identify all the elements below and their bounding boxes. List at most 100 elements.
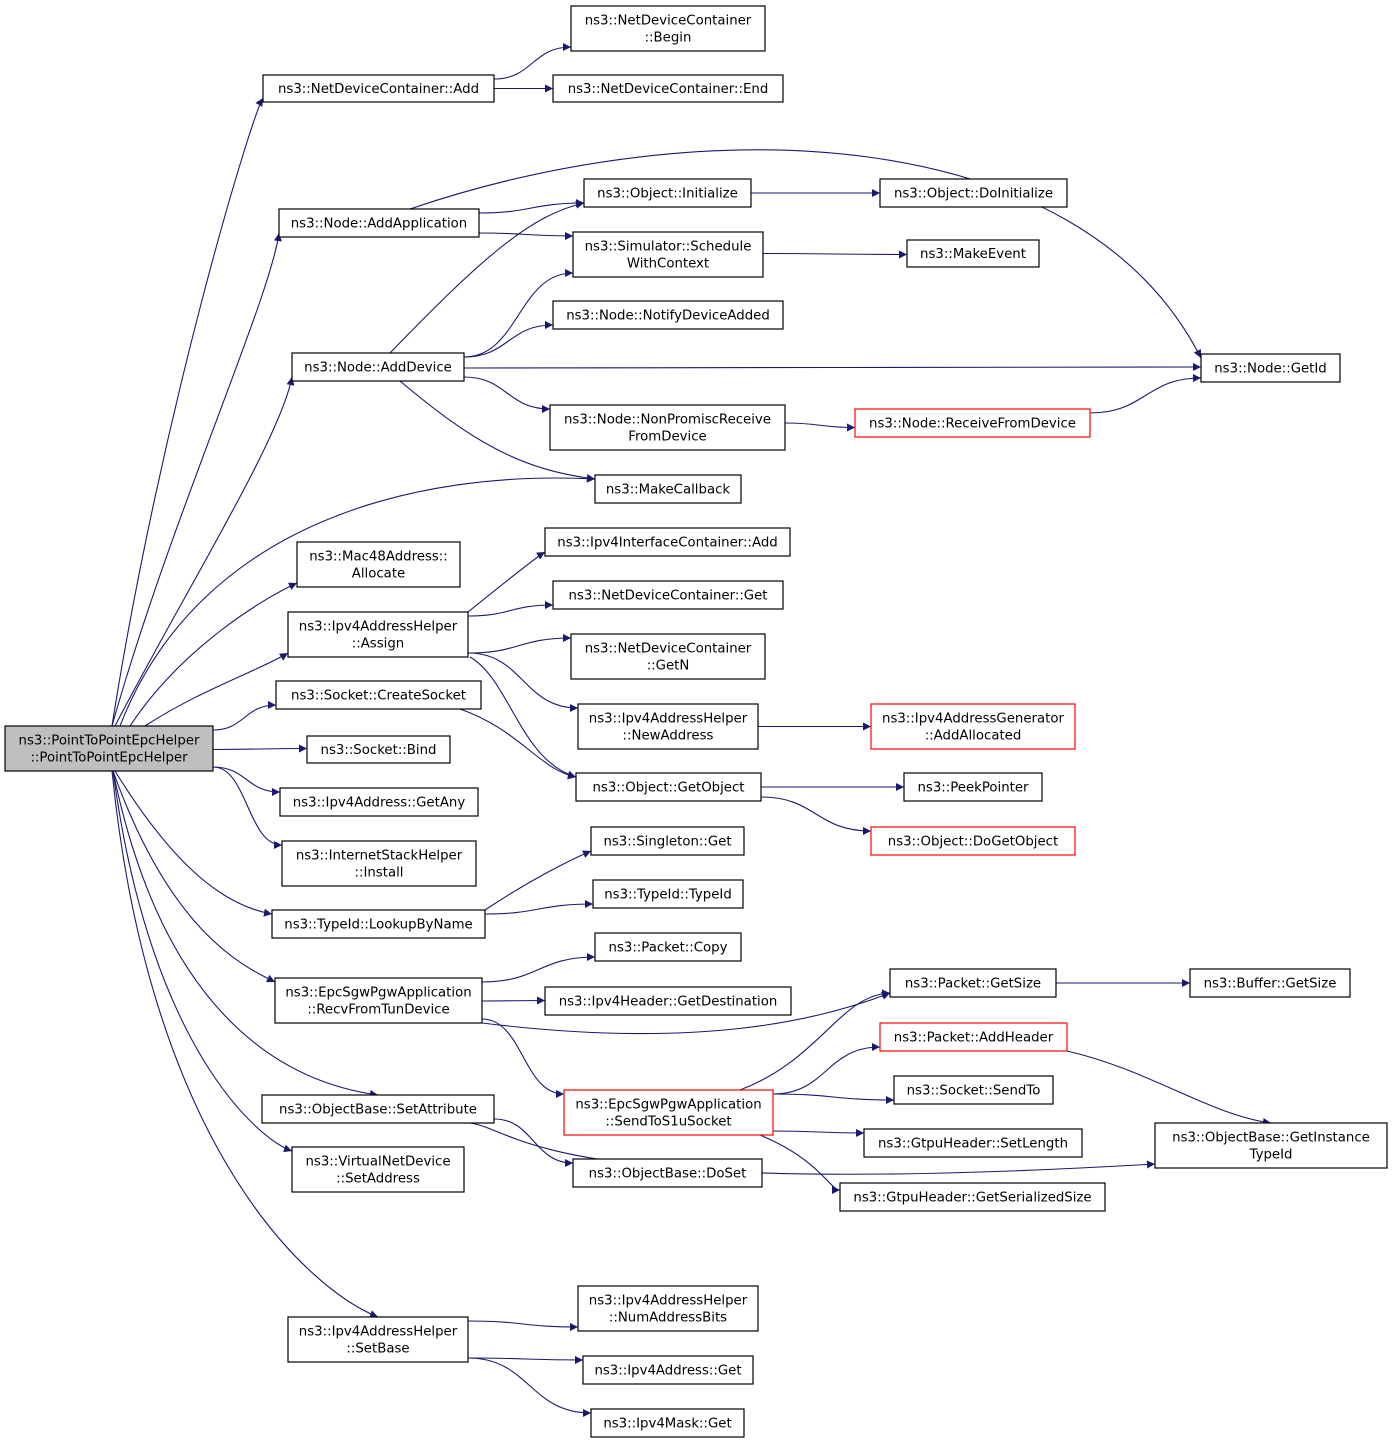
node-ipv4a-getany[interactable]: ns3::Ipv4Address::GetAny [279,787,479,817]
node-vnd-setaddr[interactable]: ns3::VirtualNetDevice::SetAddress [291,1146,465,1193]
node-box [854,408,1091,438]
node-node-recv[interactable]: ns3::Node::ReceiveFromDevice [854,408,1091,438]
edge-sock-create-to-obj-getobj [459,708,577,780]
node-label: ns3::PointToPointEpcHelper [19,734,200,749]
node-pkt-getsize[interactable]: ns3::Packet::GetSize [889,968,1057,998]
node-root[interactable]: ns3::PointToPointEpcHelper::PointToPoint… [4,725,214,772]
edge-root-to-ish-install [212,766,283,849]
node-node-adddev[interactable]: ns3::Node::AddDevice [291,352,465,382]
node-ipv4ag-alloc[interactable]: ns3::Ipv4AddressGenerator::AddAllocated [870,703,1076,750]
node-objbase-doset[interactable]: ns3::ObjectBase::DoSet [572,1158,763,1188]
node-ipv4ah-setbase[interactable]: ns3::Ipv4AddressHelper::SetBase [287,1316,469,1363]
node-ndc-add[interactable]: ns3::NetDeviceContainer::Add [262,74,495,103]
node-label: ns3::NetDeviceContainer::Add [278,82,479,97]
edge-ipv4ah-assign-to-ipv4ah-newaddr [467,652,579,712]
node-label: ns3::EpcSgwPgwApplication [575,1098,761,1113]
node-objbase-setattr[interactable]: ns3::ObjectBase::SetAttribute [261,1094,495,1124]
node-box [274,977,483,1024]
node-ish-install[interactable]: ns3::InternetStackHelper::Install [281,840,477,887]
edge-ipv4ah-assign-to-obj-getobj [469,656,577,779]
node-ipv4h-getdest[interactable]: ns3::Ipv4Header::GetDestination [544,986,792,1016]
node-label: ns3::Node::AddDevice [304,361,452,376]
node-make-event[interactable]: ns3::MakeEvent [906,239,1040,268]
node-label: ns3::Object::Initialize [597,187,738,202]
node-typeid-lookup[interactable]: ns3::TypeId::LookupByName [271,909,486,939]
node-ndc-getn[interactable]: ns3::NetDeviceContainer::GetN [570,633,766,680]
node-ndc-begin[interactable]: ns3::NetDeviceContainer::Begin [570,5,766,52]
node-sock-bind[interactable]: ns3::Socket::Bind [306,735,451,764]
node-peek-ptr[interactable]: ns3::PeekPointer [903,772,1043,802]
node-box [582,1355,754,1385]
edge-epc-recv-to-epc-send [481,1018,565,1098]
node-box [570,633,766,680]
node-obj-doinit[interactable]: ns3::Object::DoInitialize [879,178,1068,208]
node-gtpu-setlen[interactable]: ns3::GtpuHeader::SetLength [863,1128,1083,1158]
node-node-getid[interactable]: ns3::Node::GetId [1200,353,1341,383]
node-box [1154,1122,1388,1169]
node-socket-sendto[interactable]: ns3::Socket::SendTo [893,1075,1054,1105]
node-ipv4m-get[interactable]: ns3::Ipv4Mask::Get [590,1408,745,1438]
node-ipv4ah-numbits[interactable]: ns3::Ipv4AddressHelper::NumAddressBits [577,1285,759,1332]
node-ndc-get[interactable]: ns3::NetDeviceContainer::Get [552,580,784,610]
node-pkt-addheader[interactable]: ns3::Packet::AddHeader [879,1022,1068,1052]
edge-node-addapp-to-obj-init [478,199,585,214]
node-epc-send[interactable]: ns3::EpcSgwPgwApplication::SendToS1uSock… [563,1089,774,1136]
edge-node-recv-to-node-getid [1089,374,1202,414]
node-sock-create[interactable]: ns3::Socket::CreateSocket [275,680,482,710]
node-ipv4ic-add[interactable]: ns3::Ipv4InterfaceContainer::Add [544,527,791,557]
node-mac48-alloc[interactable]: ns3::Mac48Address::Allocate [296,541,461,588]
node-typeid-typeid[interactable]: ns3::TypeId::TypeId [592,879,744,909]
node-box [287,611,469,658]
node-label: ns3::Socket::SendTo [907,1084,1041,1099]
node-label: ns3::Socket::CreateSocket [291,689,466,704]
node-box [262,74,495,103]
node-label: FromDevice [628,430,706,445]
node-node-notify[interactable]: ns3::Node::NotifyDeviceAdded [552,300,784,330]
node-obj-getobj[interactable]: ns3::Object::GetObject [575,772,762,802]
node-box [594,932,742,962]
node-pkt-copy[interactable]: ns3::Packet::Copy [594,932,742,962]
node-obj-dogetobj[interactable]: ns3::Object::DoGetObject [870,826,1076,856]
edge-typeid-lookup-to-typeid-typeid [484,900,594,915]
node-label: Allocate [352,567,405,582]
node-box [889,968,1057,998]
edge-obj-getobj-to-obj-dogetobj [760,796,872,835]
node-label: ns3::Ipv4AddressGenerator [882,712,1064,727]
node-label: ns3::ObjectBase::DoSet [589,1167,747,1182]
node-label: ns3::Ipv4AddressHelper [299,1325,458,1340]
node-ndc-end[interactable]: ns3::NetDeviceContainer::End [552,74,784,103]
node-node-addapp[interactable]: ns3::Node::AddApplication [278,208,480,238]
node-label: ns3::Ipv4Mask::Get [603,1417,731,1432]
node-label: ::SetAddress [336,1172,420,1187]
node-box [275,680,482,710]
node-box [271,909,486,939]
node-ipv4a-get[interactable]: ns3::Ipv4Address::Get [582,1355,754,1385]
node-box [577,1285,759,1332]
node-singleton-get[interactable]: ns3::Singleton::Get [590,826,745,856]
node-ipv4ah-newaddr[interactable]: ns3::Ipv4AddressHelper::NewAddress [577,703,759,750]
node-label: ::SetBase [346,1342,409,1357]
edge-objbase-setattr-to-objbase-doset [493,1118,574,1167]
node-label: ns3::ObjectBase::SetAttribute [279,1103,477,1118]
node-box [583,178,752,208]
edge-root-to-objbase-setattr [112,770,379,1098]
node-label: WithContext [627,257,709,272]
node-ipv4ah-assign[interactable]: ns3::Ipv4AddressHelper::Assign [287,611,469,658]
node-epc-recv[interactable]: ns3::EpcSgwPgwApplication::RecvFromTunDe… [274,977,483,1024]
node-make-cb[interactable]: ns3::MakeCallback [594,474,742,504]
node-obj-init[interactable]: ns3::Object::Initialize [583,178,752,208]
edge-node-addapp-to-node-getid [409,149,1202,359]
node-buf-getsize[interactable]: ns3::Buffer::GetSize [1189,968,1351,998]
node-box [549,404,786,451]
node-box [592,879,744,909]
node-box [870,703,1076,750]
node-gtpu-getser[interactable]: ns3::GtpuHeader::GetSerializedSize [839,1182,1106,1212]
edge-node-adddev-to-node-nonprom [463,376,551,413]
node-label: ns3::MakeCallback [606,483,731,498]
node-label: ns3::GtpuHeader::GetSerializedSize [853,1191,1091,1206]
node-box [577,703,759,750]
